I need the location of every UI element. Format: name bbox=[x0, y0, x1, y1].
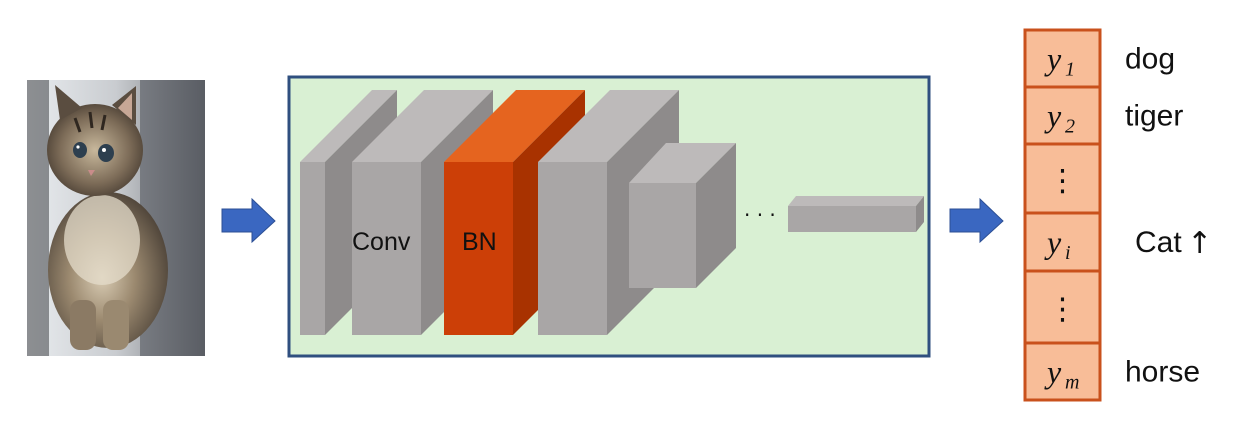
output-cell-2 bbox=[1023, 85, 1102, 146]
layer-ellipsis: · · · bbox=[744, 203, 776, 227]
output-cell-4 bbox=[1023, 211, 1102, 273]
final-layer bbox=[788, 196, 924, 232]
output-subscript: i bbox=[1065, 242, 1071, 264]
output-vdots: ⋮ bbox=[1048, 164, 1078, 199]
class-label-horse: horse bbox=[1125, 356, 1200, 389]
class-label-tiger: tiger bbox=[1125, 100, 1183, 133]
bn-label: BN bbox=[462, 228, 497, 256]
output-cell-1 bbox=[1023, 28, 1102, 89]
output-cell-3 bbox=[1023, 142, 1102, 215]
output-cell-5 bbox=[1023, 269, 1102, 345]
output-arrow-icon bbox=[949, 197, 1004, 244]
layer-5 bbox=[629, 143, 736, 288]
output-variable: y bbox=[1044, 98, 1062, 134]
class-label-dog: dog bbox=[1125, 43, 1175, 76]
output-variable: y bbox=[1044, 354, 1062, 390]
output-subscript: 2 bbox=[1065, 116, 1075, 138]
output-subscript: 1 bbox=[1065, 59, 1075, 81]
up-arrow-icon: ↑ bbox=[1187, 226, 1212, 261]
output-variable: y bbox=[1044, 41, 1062, 77]
output-subscript: m bbox=[1065, 372, 1079, 394]
class-label-cat: Cat bbox=[1135, 226, 1182, 259]
output-vdots: ⋮ bbox=[1048, 292, 1078, 327]
output-cell-6 bbox=[1023, 341, 1102, 402]
kitten-photo-icon bbox=[27, 80, 205, 356]
input-arrow-icon bbox=[221, 197, 276, 244]
output-variable: y bbox=[1044, 224, 1062, 260]
conv-label: Conv bbox=[352, 228, 411, 256]
